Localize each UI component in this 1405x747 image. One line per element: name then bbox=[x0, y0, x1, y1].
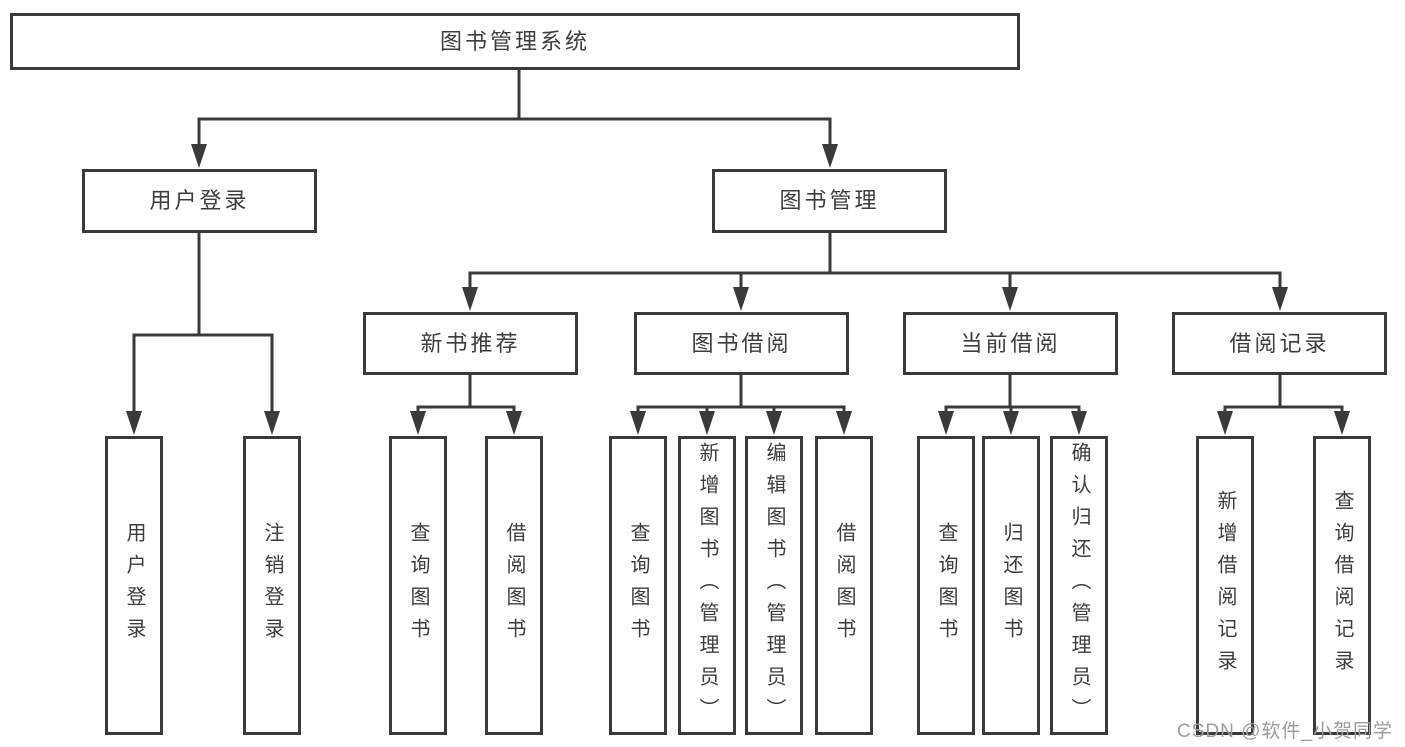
arrow-icon bbox=[191, 144, 207, 168]
node-user-login: 用户登录 bbox=[82, 169, 317, 233]
node-root: 图书管理系统 bbox=[10, 13, 1020, 70]
leaf-user-login-label: 用户登录 bbox=[123, 521, 145, 650]
leaf-edit-book-admin-label: 编辑图书（管理员） bbox=[763, 441, 785, 730]
arrow-icon bbox=[822, 144, 838, 168]
leaf-query-books-recommend-label: 查询图书 bbox=[407, 521, 429, 650]
leaf-borrow-books: 借阅图书 bbox=[815, 436, 873, 735]
leaf-query-books-borrow: 查询图书 bbox=[609, 436, 667, 735]
arrow-icon bbox=[1217, 411, 1233, 435]
node-borrow-records: 借阅记录 bbox=[1172, 312, 1387, 375]
leaf-logout-label: 注销登录 bbox=[261, 521, 283, 650]
leaf-query-books-current-label: 查询图书 bbox=[935, 521, 957, 650]
arrow-icon bbox=[1272, 287, 1288, 311]
arrow-icon bbox=[264, 411, 280, 435]
arrow-icon bbox=[1003, 411, 1019, 435]
connector-section-1 bbox=[636, 373, 846, 418]
connector-section-0 bbox=[416, 373, 516, 418]
arrow-icon bbox=[1334, 411, 1350, 435]
leaf-borrow-books-label: 借阅图书 bbox=[833, 521, 855, 650]
connector-section-2 bbox=[944, 373, 1081, 418]
leaf-add-book-admin: 新增图书（管理员） bbox=[678, 436, 736, 735]
arrow-icon bbox=[733, 287, 749, 311]
leaf-confirm-return-admin-label: 确认归还（管理员） bbox=[1068, 441, 1090, 730]
connector-user-login-branch bbox=[132, 231, 274, 418]
connector-book-management-branch bbox=[468, 231, 1282, 294]
node-book-management: 图书管理 bbox=[712, 169, 947, 233]
arrow-icon bbox=[1002, 287, 1018, 311]
leaf-borrow-books-recommend: 借阅图书 bbox=[485, 436, 543, 735]
watermark: CSDN @软件_小贺同学 bbox=[1177, 721, 1393, 742]
arrow-icon bbox=[938, 411, 954, 435]
arrow-icon bbox=[766, 411, 782, 435]
leaf-logout: 注销登录 bbox=[243, 436, 301, 735]
arrow-icon bbox=[410, 411, 426, 435]
node-new-book-recommend-label: 新书推荐 bbox=[420, 330, 521, 356]
leaf-query-books-borrow-label: 查询图书 bbox=[627, 521, 649, 650]
connector-root-to-level2 bbox=[197, 68, 832, 152]
leaf-query-books-recommend: 查询图书 bbox=[389, 436, 447, 735]
leaf-add-book-admin-label: 新增图书（管理员） bbox=[696, 441, 718, 730]
node-new-book-recommend: 新书推荐 bbox=[363, 312, 578, 375]
arrowheads bbox=[126, 144, 1350, 435]
leaf-query-borrow-record-label: 查询借阅记录 bbox=[1331, 489, 1353, 682]
arrow-icon bbox=[462, 287, 478, 311]
arrow-icon bbox=[506, 411, 522, 435]
node-current-borrow: 当前借阅 bbox=[903, 312, 1118, 375]
node-borrow-records-label: 借阅记录 bbox=[1229, 330, 1330, 356]
node-book-borrow: 图书借阅 bbox=[634, 312, 849, 375]
leaf-return-books-label: 归还图书 bbox=[1000, 521, 1022, 650]
node-user-login-label: 用户登录 bbox=[149, 188, 250, 213]
node-book-management-label: 图书管理 bbox=[779, 188, 880, 213]
leaf-borrow-books-recommend-label: 借阅图书 bbox=[503, 521, 525, 650]
arrow-icon bbox=[126, 411, 142, 435]
leaf-add-borrow-record-label: 新增借阅记录 bbox=[1214, 489, 1236, 682]
leaf-add-borrow-record: 新增借阅记录 bbox=[1196, 436, 1254, 735]
leaf-query-borrow-record: 查询借阅记录 bbox=[1313, 436, 1371, 735]
arrow-icon bbox=[1071, 411, 1087, 435]
arrow-icon bbox=[699, 411, 715, 435]
leaf-user-login: 用户登录 bbox=[105, 436, 163, 735]
arrow-icon bbox=[836, 411, 852, 435]
node-book-borrow-label: 图书借阅 bbox=[691, 330, 792, 356]
node-current-borrow-label: 当前借阅 bbox=[960, 330, 1061, 356]
connector-section-3 bbox=[1223, 373, 1344, 418]
leaf-edit-book-admin: 编辑图书（管理员） bbox=[745, 436, 803, 735]
node-root-label: 图书管理系统 bbox=[439, 28, 590, 54]
leaf-query-books-current: 查询图书 bbox=[917, 436, 975, 735]
arrow-icon bbox=[630, 411, 646, 435]
leaf-confirm-return-admin: 确认归还（管理员） bbox=[1050, 436, 1108, 735]
leaf-return-books: 归还图书 bbox=[982, 436, 1040, 735]
